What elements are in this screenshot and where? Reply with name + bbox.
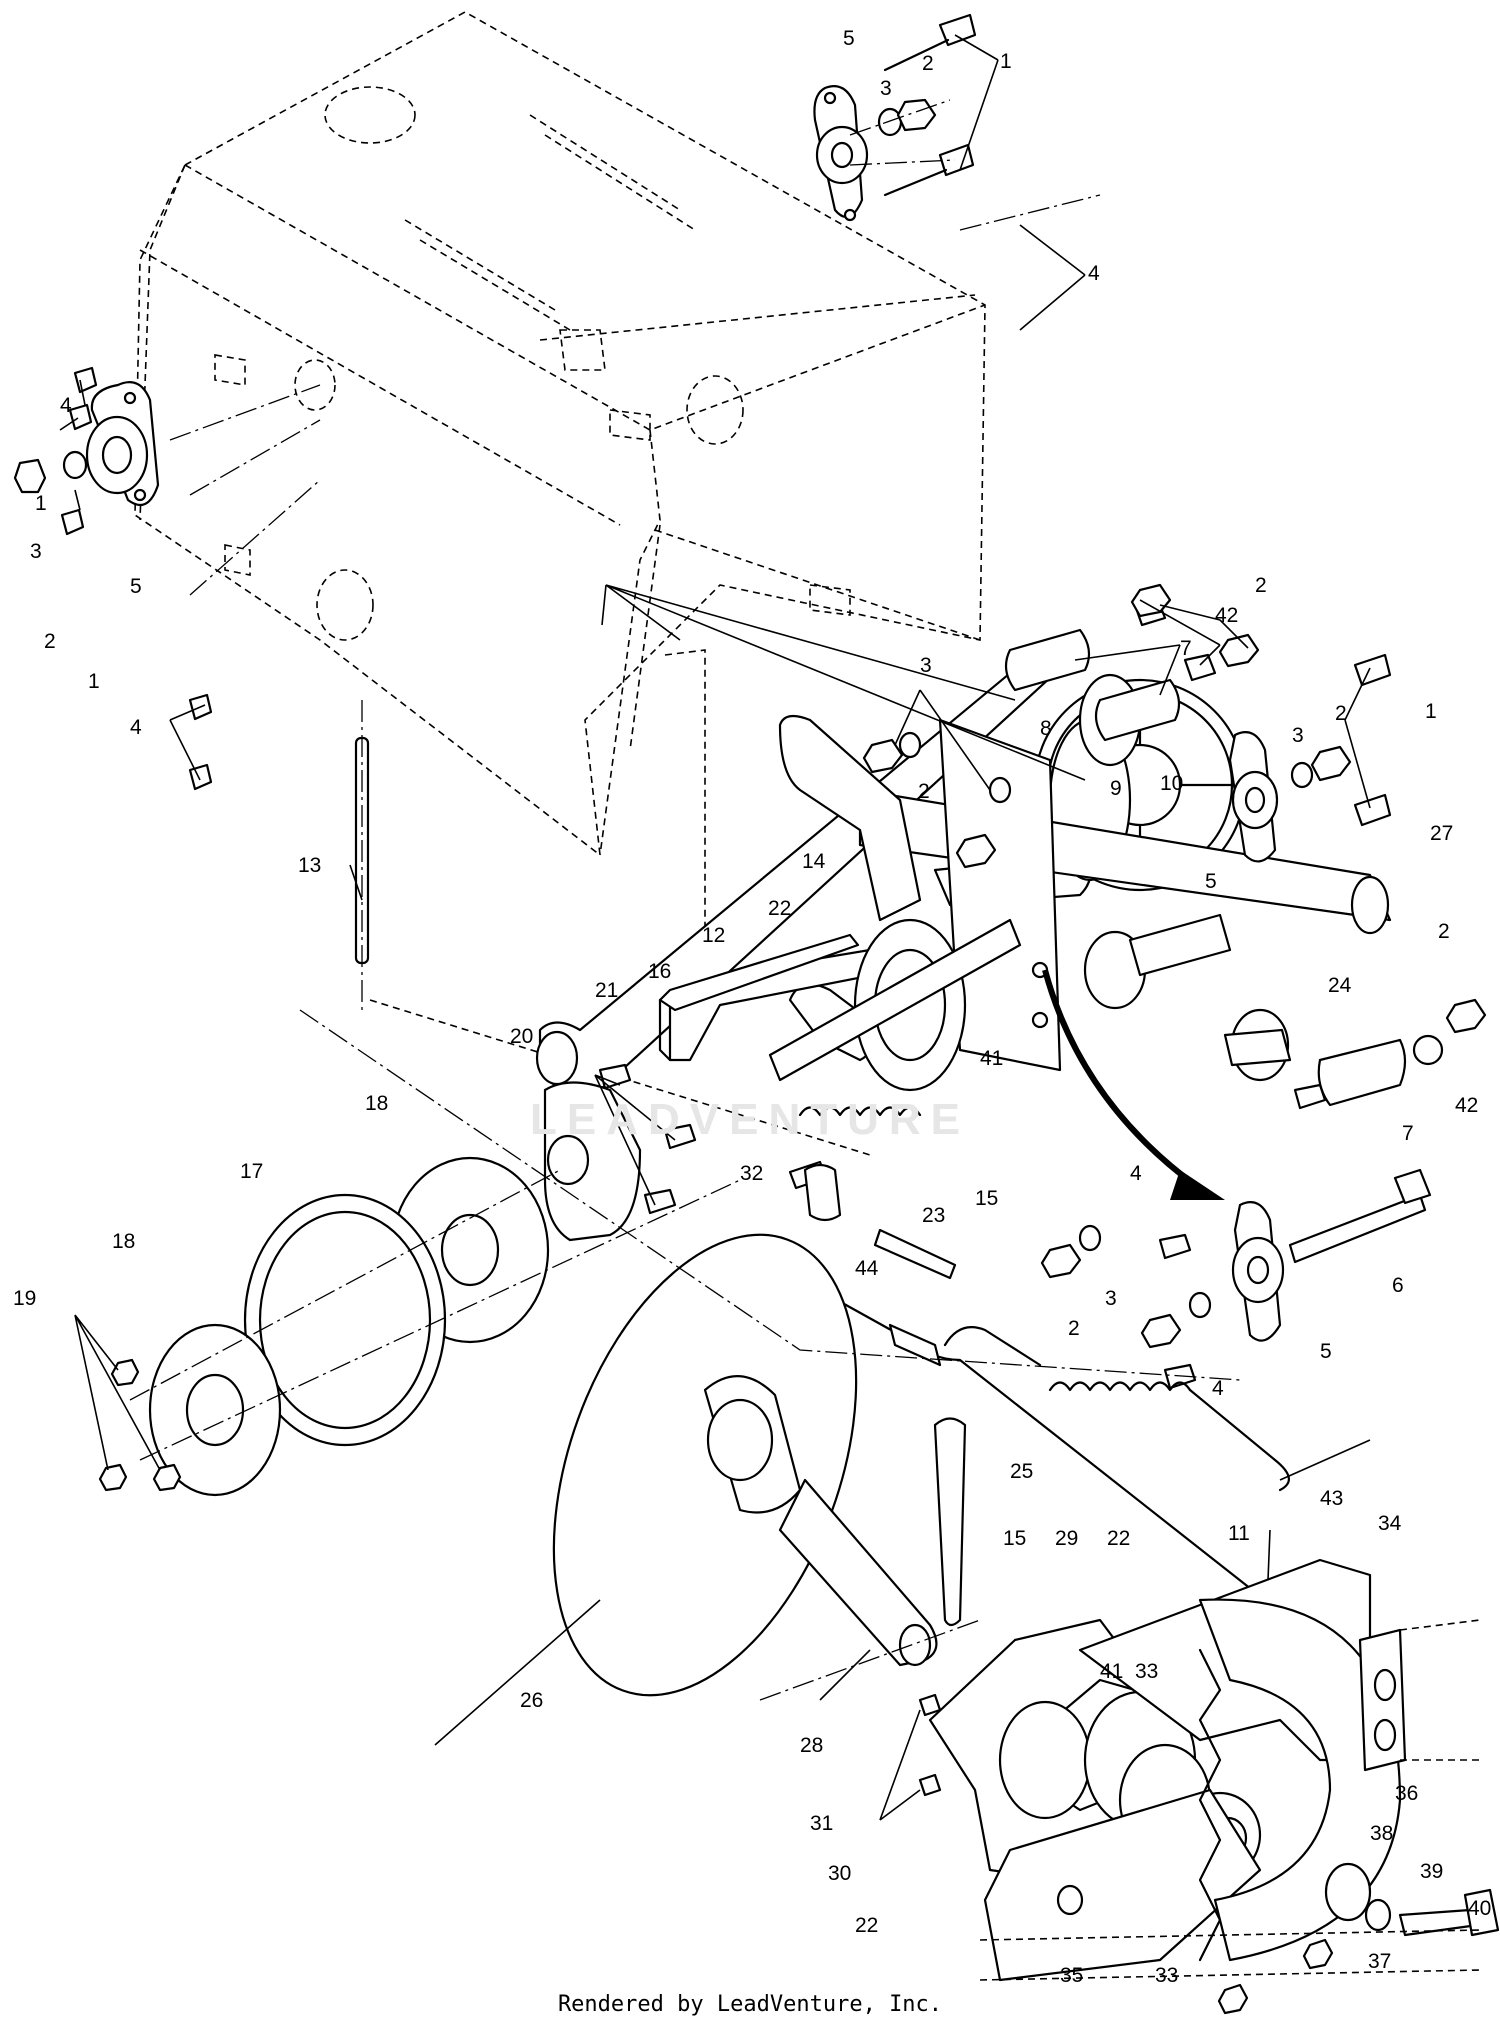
callout-12: 12 bbox=[702, 924, 725, 947]
callout-3: 3 bbox=[30, 540, 42, 563]
callout-4: 4 bbox=[1088, 262, 1100, 285]
callout-26: 26 bbox=[520, 1689, 543, 1712]
footer-credit: Rendered by LeadVenture, Inc. bbox=[557, 1992, 943, 2017]
rod-13 bbox=[354, 649, 871, 1156]
callout-23: 23 bbox=[922, 1204, 945, 1227]
drive-assembly bbox=[535, 583, 1487, 1110]
callout-7: 7 bbox=[1180, 637, 1192, 660]
callout-15: 15 bbox=[975, 1187, 998, 1210]
callout-2: 2 bbox=[922, 52, 934, 75]
callout-36: 36 bbox=[1395, 1782, 1418, 1805]
watermark: LEADVENTURE bbox=[529, 1095, 971, 1144]
callout-2: 2 bbox=[1335, 702, 1347, 725]
callout-22: 22 bbox=[768, 897, 791, 920]
callout-4: 4 bbox=[130, 716, 142, 739]
callout-17: 17 bbox=[240, 1160, 263, 1183]
callout-22: 22 bbox=[1107, 1527, 1130, 1550]
callout-3: 3 bbox=[1292, 724, 1304, 747]
leader-lines bbox=[59, 34, 1371, 1821]
callout-43: 43 bbox=[1320, 1487, 1343, 1510]
callout-41: 41 bbox=[980, 1047, 1003, 1070]
callout-31: 31 bbox=[810, 1812, 833, 1835]
callout-5: 5 bbox=[1205, 870, 1217, 893]
lower-bracket-assembly bbox=[918, 1558, 1500, 2015]
callout-1: 1 bbox=[35, 492, 47, 515]
callout-25: 25 bbox=[1010, 1460, 1033, 1483]
callout-15: 15 bbox=[1003, 1527, 1026, 1550]
callout-33: 33 bbox=[1155, 1964, 1178, 1987]
callout-29: 29 bbox=[1055, 1527, 1078, 1550]
callout-1: 1 bbox=[88, 670, 100, 693]
callout-16: 16 bbox=[648, 960, 671, 983]
callout-labels: 1 2 3 5 4 4 1 3 2 5 1 4 2 42 7 3 8 2 1 2… bbox=[13, 27, 1491, 1987]
callout-39: 39 bbox=[1420, 1860, 1443, 1883]
callout-24: 24 bbox=[1328, 974, 1352, 997]
callout-42: 42 bbox=[1215, 604, 1238, 627]
callout-35: 35 bbox=[1060, 1964, 1083, 1987]
callout-6: 6 bbox=[1392, 1274, 1404, 1297]
callout-2: 2 bbox=[1438, 920, 1450, 943]
reference-lines bbox=[129, 99, 1241, 1701]
reference-arrow bbox=[1042, 969, 1225, 1200]
callout-2: 2 bbox=[1255, 574, 1267, 597]
callout-33: 33 bbox=[1135, 1660, 1158, 1683]
callout-38: 38 bbox=[1370, 1822, 1393, 1845]
callout-4: 4 bbox=[60, 394, 72, 417]
callout-30: 30 bbox=[828, 1862, 851, 1885]
callout-3: 3 bbox=[1105, 1287, 1117, 1310]
callout-18: 18 bbox=[365, 1092, 388, 1115]
flange-bearing-lower-right bbox=[1040, 1168, 1432, 1390]
callout-2: 2 bbox=[44, 630, 56, 653]
callout-4: 4 bbox=[1130, 1162, 1142, 1185]
callout-5: 5 bbox=[843, 27, 855, 50]
callout-27: 27 bbox=[1430, 822, 1453, 845]
callout-3: 3 bbox=[880, 77, 892, 100]
callout-11: 11 bbox=[1228, 1522, 1250, 1545]
callout-5: 5 bbox=[130, 575, 142, 598]
callout-2: 2 bbox=[918, 780, 930, 803]
callout-41: 41 bbox=[1100, 1660, 1123, 1683]
callout-3: 3 bbox=[920, 654, 932, 677]
flange-bearing-left bbox=[13, 366, 213, 791]
callout-40: 40 bbox=[1468, 1897, 1491, 1920]
callout-37: 37 bbox=[1368, 1950, 1391, 1973]
callout-20: 20 bbox=[510, 1025, 533, 1048]
callout-28: 28 bbox=[800, 1734, 823, 1757]
callout-13: 13 bbox=[298, 854, 321, 877]
callout-32: 32 bbox=[740, 1162, 763, 1185]
callout-1: 1 bbox=[1425, 700, 1437, 723]
callout-9: 9 bbox=[1110, 777, 1122, 800]
callout-8: 8 bbox=[1040, 717, 1052, 740]
callout-5: 5 bbox=[1320, 1340, 1332, 1363]
callout-7: 7 bbox=[1402, 1122, 1414, 1145]
callout-1: 1 bbox=[1000, 50, 1012, 73]
callout-18: 18 bbox=[112, 1230, 135, 1253]
callout-42: 42 bbox=[1455, 1094, 1478, 1117]
callout-14: 14 bbox=[802, 850, 826, 873]
callout-44: 44 bbox=[855, 1257, 879, 1280]
flange-bearing-upper-right bbox=[813, 13, 977, 222]
frame-housing bbox=[134, 11, 986, 857]
callout-4: 4 bbox=[1212, 1377, 1224, 1400]
callout-22: 22 bbox=[855, 1914, 878, 1937]
callout-10: 10 bbox=[1160, 772, 1183, 795]
callout-34: 34 bbox=[1378, 1512, 1402, 1535]
callout-21: 21 bbox=[595, 979, 618, 1002]
drive-disc bbox=[552, 1233, 967, 1697]
spring-key-pin bbox=[788, 1106, 957, 1280]
callout-2: 2 bbox=[1068, 1317, 1080, 1340]
callout-19: 19 bbox=[13, 1287, 36, 1310]
